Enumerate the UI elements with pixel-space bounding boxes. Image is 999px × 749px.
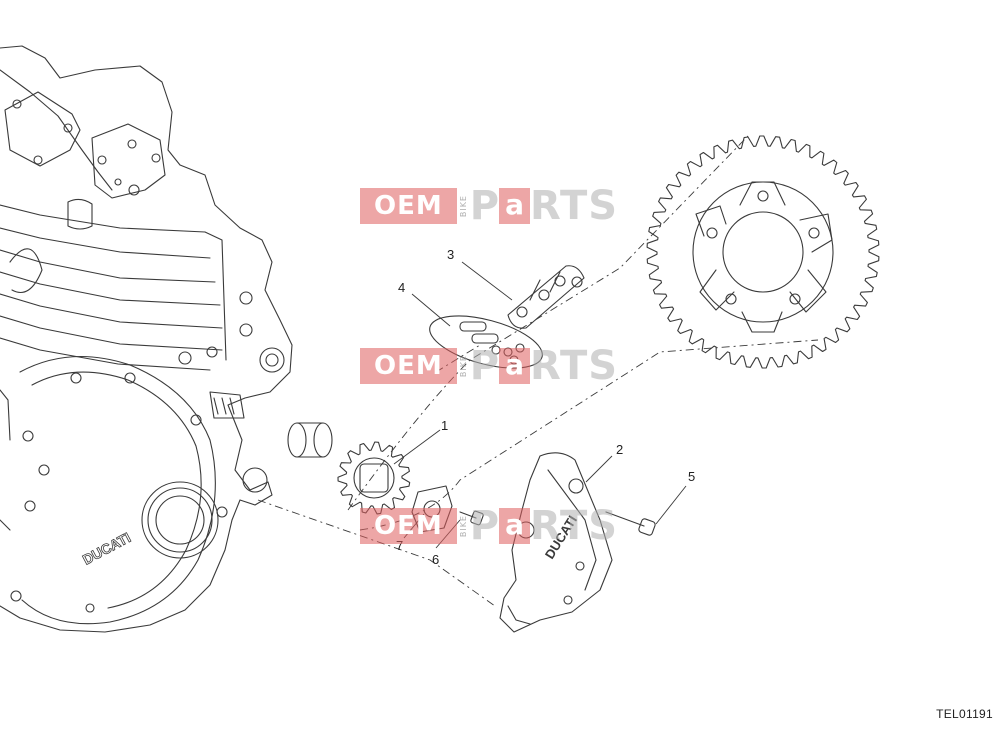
spacer-bushing: [287, 422, 333, 458]
engine-illustration: [0, 45, 293, 633]
chain-routing-lines: [257, 135, 819, 607]
sprocket-lock-washer: [411, 485, 453, 533]
callout-3: 3: [447, 247, 455, 262]
chain-link: [507, 265, 585, 329]
callout-5: 5: [688, 469, 696, 484]
cover-brand-text: DUCATI: [542, 513, 580, 562]
sprocket-bolt: [459, 510, 484, 526]
cover-bolt: [605, 511, 656, 536]
callout-7: 7: [396, 538, 404, 553]
callout-2: 2: [616, 442, 624, 457]
callout-6: 6: [432, 552, 440, 567]
callout-1: 1: [441, 418, 449, 433]
chain-master-link-kit: [429, 315, 543, 369]
callout-4: 4: [398, 280, 406, 295]
leader-lines: [393, 261, 687, 549]
engine-brand-text: DUCATI: [80, 529, 133, 567]
front-sprocket: [337, 441, 411, 515]
rear-sprocket: [646, 135, 880, 369]
drawing-reference-code: TEL01191: [936, 707, 993, 721]
